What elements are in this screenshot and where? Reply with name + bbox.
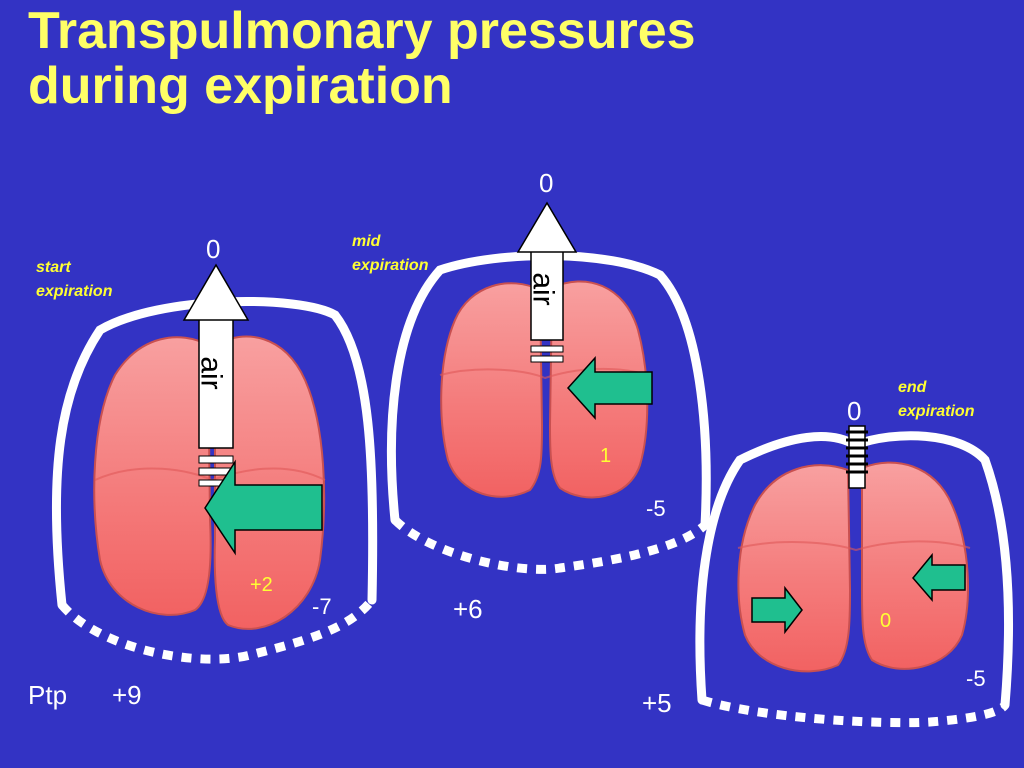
airway-pressure-2: 0 (539, 168, 554, 198)
closed-airway-3 (846, 425, 868, 489)
stage-label-mid-line1: mid (352, 233, 381, 250)
page-title: Transpulmonary pressures during expirati… (28, 4, 696, 113)
left-lung-2 (440, 282, 544, 498)
pleural-pressure-2: -5 (646, 496, 666, 521)
green-arrow-left-2 (566, 356, 653, 420)
transpulmonary-pressure-3: +5 (642, 688, 672, 718)
stage-label-end-line1: end (898, 379, 927, 396)
air-arrow-2 (516, 201, 578, 363)
alveolar-pressure-3: 0 (880, 610, 892, 632)
lungs-1 (93, 335, 326, 630)
diaphragm-2 (391, 516, 709, 574)
green-arrow-left-1 (204, 459, 323, 556)
air-label-2: air (526, 272, 560, 306)
left-lung-1 (93, 336, 212, 616)
right-lung-3 (861, 461, 969, 670)
stage-label-end-line2: expiration (898, 403, 975, 420)
pleural-pressure-1: -7 (312, 594, 332, 619)
ptp-label: Ptp (28, 680, 68, 710)
airway-pressure-1: 0 (206, 234, 221, 264)
green-arrow-left-3 (912, 552, 966, 603)
right-lung-1 (213, 335, 326, 630)
left-lung-3 (737, 464, 852, 673)
title-line-2: during expiration (28, 56, 453, 115)
panel-end-expiration (695, 425, 1013, 728)
air-label-1: air (194, 356, 228, 390)
alveolar-pressure-2: 1 (600, 445, 612, 467)
panel-start-expiration (51, 263, 378, 664)
stage-label-start-line2: expiration (36, 283, 113, 300)
diaphragm-1 (58, 597, 376, 664)
air-arrow-1 (182, 263, 250, 487)
stage-label-end: end expiration (898, 376, 974, 424)
stage-label-mid: mid expiration (352, 230, 428, 278)
transpulmonary-pressure-1: +9 (112, 680, 142, 710)
airway-pressure-3: 0 (847, 396, 862, 426)
stage-label-mid-line2: expiration (352, 257, 429, 274)
transpulmonary-pressure-2: +6 (453, 594, 483, 624)
alveolar-pressure-1: +2 (250, 574, 273, 596)
stage-label-start-line1: start (36, 259, 71, 276)
pleural-pressure-3: -5 (966, 666, 986, 691)
diaphragm-3 (700, 695, 1009, 728)
panel-mid-expiration (386, 201, 711, 574)
stage-label-start: start expiration (36, 256, 112, 304)
green-arrow-right-3 (751, 585, 803, 635)
title-line-1: Transpulmonary pressures (28, 2, 696, 60)
